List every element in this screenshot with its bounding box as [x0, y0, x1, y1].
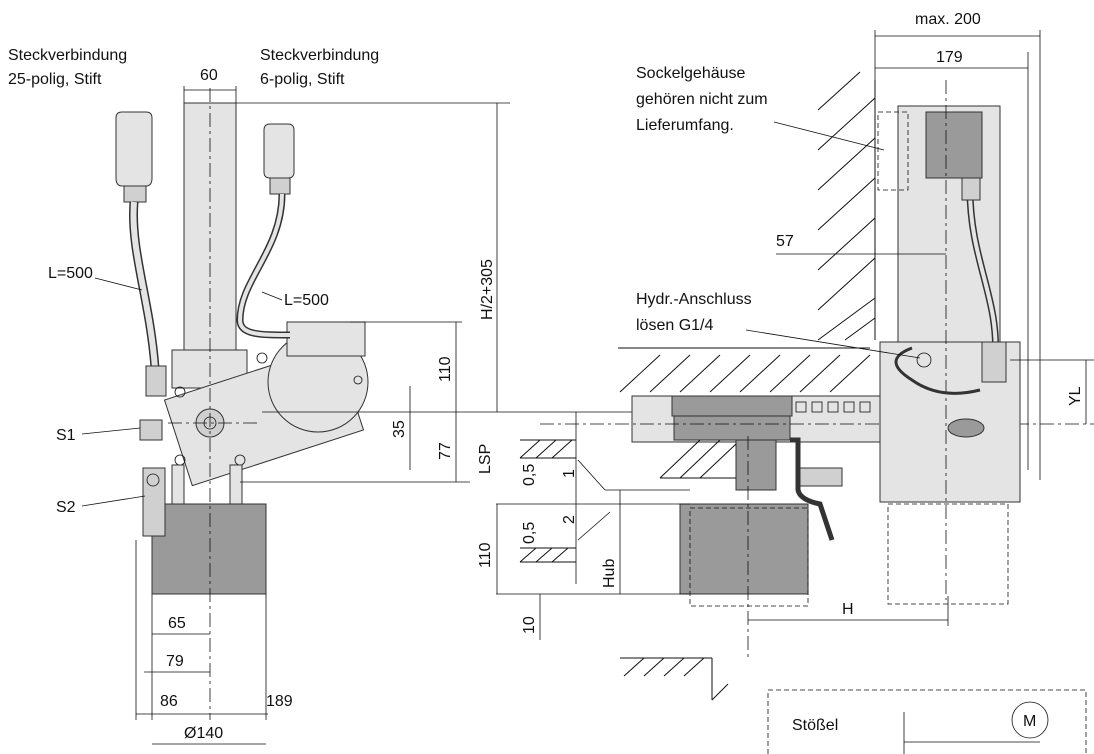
cable-left-label: L=500 [48, 265, 93, 282]
dim-h2-305: H/2+305 [479, 259, 496, 320]
cable-right-leader [261, 291, 283, 301]
housing-note-leader [773, 121, 885, 151]
conn6-line1: Steckverbindung [260, 47, 379, 64]
dim-hub: Hub [601, 559, 618, 588]
dim-2: 2 [561, 515, 578, 524]
right-cable-core [968, 189, 998, 361]
dim-79: 79 [166, 653, 184, 670]
dim-35: 35 [391, 420, 408, 438]
dim-110-bottom: 110 [477, 542, 494, 568]
bolt-1 [174, 386, 186, 398]
hydr-port [916, 352, 932, 368]
right-view [817, 71, 1021, 605]
dim-d140: Ø140 [184, 725, 223, 742]
stroke-block-outline [689, 507, 809, 607]
housing-note-line1: Sockelgehäuse [636, 65, 746, 82]
plug-25-pin [115, 111, 153, 187]
s1-leader [81, 427, 141, 435]
plug-6-pin [263, 123, 295, 179]
dim-05-a: 0,5 [521, 464, 538, 486]
stroke-block [679, 503, 809, 595]
sensor-top [925, 111, 983, 179]
dim-10: 10 [521, 616, 538, 634]
right-gland [961, 177, 981, 201]
s2-switch [142, 467, 166, 537]
cable-right-core [237, 193, 291, 337]
right-dimensions: max. 200 179 57 YL [776, 11, 1094, 480]
s2-leader [81, 495, 146, 507]
fitting [799, 467, 843, 487]
plug-25-neck [123, 185, 147, 203]
rail-dark [671, 395, 793, 417]
stem-lower [735, 439, 777, 491]
hydr-leader [745, 329, 921, 359]
dim-h: H [842, 601, 854, 618]
hatch-right-block [659, 439, 737, 479]
bolt-4 [256, 352, 268, 364]
right-bottom [887, 503, 1009, 605]
dim-1: 1 [561, 469, 578, 478]
hydr-loop [894, 346, 981, 395]
guide-rod-1 [171, 464, 185, 508]
left-dimensions: 60 H/2+305 110 35 77 65 79 86 189 Ø140 [135, 67, 690, 745]
dim-05-b: 0,5 [521, 522, 538, 544]
s2-label: S2 [56, 499, 76, 516]
dim-yl: YL [1067, 386, 1084, 406]
conn6-line2: 6-polig, Stift [260, 71, 345, 88]
sensor-side [877, 111, 909, 191]
housing-note-line3: Lieferumfang. [636, 117, 734, 134]
connector-box [286, 321, 366, 357]
schematic-box: Stößel M [767, 689, 1087, 754]
dim-179: 179 [936, 49, 963, 66]
cable-left-core [130, 201, 158, 369]
hydraulic-line [790, 437, 835, 541]
hydr-line1: Hydr.-Anschluss [636, 291, 752, 308]
hatch-top [619, 354, 871, 393]
dim-86: 86 [160, 693, 178, 710]
legend-stoessel: Stößel [792, 717, 838, 734]
bottom-block [151, 503, 267, 595]
plug-6-neck [269, 177, 291, 195]
dim-189: 189 [266, 693, 293, 710]
dim-lsp: LSP [477, 444, 494, 474]
hatch-floor [620, 657, 729, 701]
legend-motor: M [1023, 713, 1036, 730]
lower-port [947, 418, 985, 438]
rail-holes [795, 401, 871, 413]
conn25-line2: 25-polig, Stift [8, 71, 102, 88]
dim-65: 65 [168, 615, 186, 632]
schematic-frame [767, 689, 1087, 754]
cable-left-leader [94, 277, 143, 291]
left-view [115, 88, 369, 720]
s2-screw [146, 473, 160, 487]
dim-max200: max. 200 [915, 11, 981, 28]
dim-77: 77 [437, 442, 454, 460]
conn25-line1: Steckverbindung [8, 47, 127, 64]
hatch-wall [817, 71, 876, 341]
guide-rod-2 [229, 464, 243, 508]
s1-switch [139, 419, 163, 441]
cable-right [236, 193, 291, 339]
housing-note-line2: gehören nicht zum [636, 91, 768, 108]
dim-110-top: 110 [437, 356, 454, 382]
s1-label: S1 [56, 427, 76, 444]
dim-57: 57 [776, 233, 794, 250]
middle-dimensions: LSP 0,5 1 0,5 2 110 Hub 10 H [477, 412, 949, 640]
right-fitting [981, 341, 1007, 383]
hatch-left [519, 439, 576, 563]
motor-symbol [1011, 701, 1049, 739]
bolt-5 [353, 375, 363, 385]
cable-gland [145, 365, 167, 397]
cable-right-label: L=500 [284, 292, 329, 309]
dim-60: 60 [200, 67, 218, 84]
hydr-line2: lösen G1/4 [636, 317, 713, 334]
